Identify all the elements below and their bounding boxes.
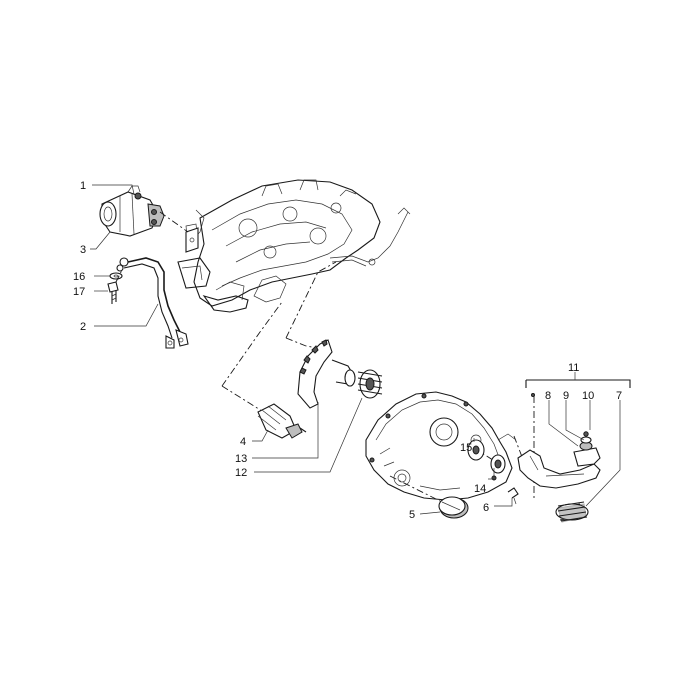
starter-cable [116,257,189,349]
leader-lines [90,184,631,515]
label-8: 8 [545,390,551,402]
label-11: 11 [568,362,579,374]
starter-pinion [257,403,307,439]
label-5: 5 [409,509,415,521]
label-9: 9 [563,390,569,402]
oil-seal-15 [467,439,485,461]
gear-sector [297,339,356,409]
label-10: 10 [582,390,594,402]
engine-crankcase [177,179,381,313]
label-1: 1 [80,180,86,192]
washer-and-screw [107,272,123,304]
side-cover [365,391,517,501]
label-2: 2 [80,321,86,333]
label-6: 6 [483,502,489,514]
kick-lever [517,431,601,489]
washer-14 [490,454,506,474]
label-7: 7 [616,390,622,402]
spring-7 [555,501,589,523]
label-3: 3 [80,244,86,256]
wire-harness [329,207,411,267]
part-labels: 1 3 16 17 2 4 13 12 5 15 14 6 11 8 9 10 … [73,180,622,521]
label-17: 17 [73,286,85,298]
cap-5 [438,496,469,519]
label-16: 16 [73,271,85,283]
label-14: 14 [474,483,486,495]
label-12: 12 [235,467,247,479]
label-4: 4 [240,436,246,448]
clip-6 [507,487,519,505]
starter-motor [99,185,165,237]
spring-12 [357,369,383,399]
label-15: 15 [460,442,472,454]
starter-bracket [185,227,199,253]
label-13: 13 [235,453,247,465]
